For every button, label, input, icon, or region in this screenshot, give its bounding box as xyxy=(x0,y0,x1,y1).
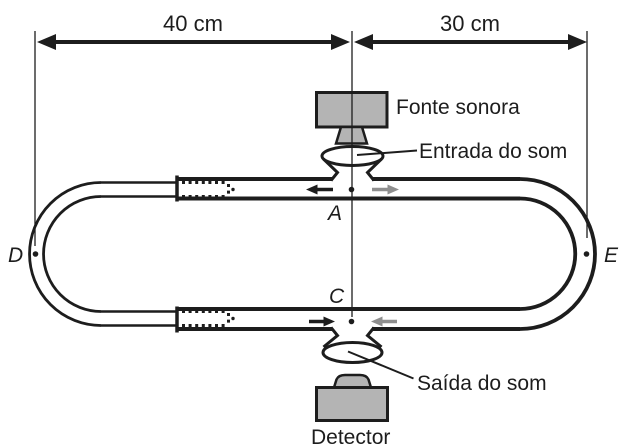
point-a-dot xyxy=(348,186,355,193)
dimension-right-30cm: 30 cm xyxy=(354,11,587,50)
source-label: Fonte sonora xyxy=(396,96,520,119)
left-bend-outer-wall xyxy=(28,181,102,327)
arrowhead-right-icon xyxy=(331,34,350,50)
tube-main-loop xyxy=(175,175,597,333)
entrance-funnel-rim xyxy=(320,145,385,167)
dimension-left-40cm: 40 cm xyxy=(37,11,350,50)
point-e-label: E xyxy=(604,244,619,267)
dimension-label-left: 40 cm xyxy=(163,11,223,36)
black-left-arrow-icon xyxy=(306,184,318,195)
gray-right-arrow-icon xyxy=(387,184,399,195)
leader-line-entrance xyxy=(356,149,418,156)
point-c-dot xyxy=(348,318,355,325)
point-e-dot xyxy=(583,251,590,257)
hidden-tube-dashed-walls xyxy=(182,181,235,327)
arrowhead-left-icon xyxy=(37,34,56,50)
dimension-label-right: 30 cm xyxy=(440,11,500,36)
arrowhead-left-icon xyxy=(354,34,373,50)
extension-lines xyxy=(34,31,588,317)
wave-arrows-top xyxy=(306,184,399,195)
black-right-arrow-icon xyxy=(323,316,335,327)
point-a-label: A xyxy=(326,202,342,225)
tube-sliding-section xyxy=(28,181,235,327)
detector-box xyxy=(315,386,389,422)
left-bend-inner-wall xyxy=(42,195,102,313)
detector-device xyxy=(315,373,389,422)
gray-left-arrow-icon xyxy=(371,316,383,327)
exit-funnel xyxy=(321,326,384,364)
detector-label: Detector xyxy=(311,426,390,447)
wave-arrows-bottom xyxy=(309,316,397,327)
leader-line-exit xyxy=(347,350,414,380)
point-c-label: C xyxy=(329,285,345,308)
entrance-label: Entrada do som xyxy=(419,140,567,163)
point-d-label: D xyxy=(8,244,23,267)
exit-label: Saída do som xyxy=(417,372,547,395)
point-d-dot xyxy=(32,251,39,257)
arrowhead-right-icon xyxy=(568,34,587,50)
entrance-funnel xyxy=(320,145,385,182)
exit-funnel-rim xyxy=(321,341,384,364)
